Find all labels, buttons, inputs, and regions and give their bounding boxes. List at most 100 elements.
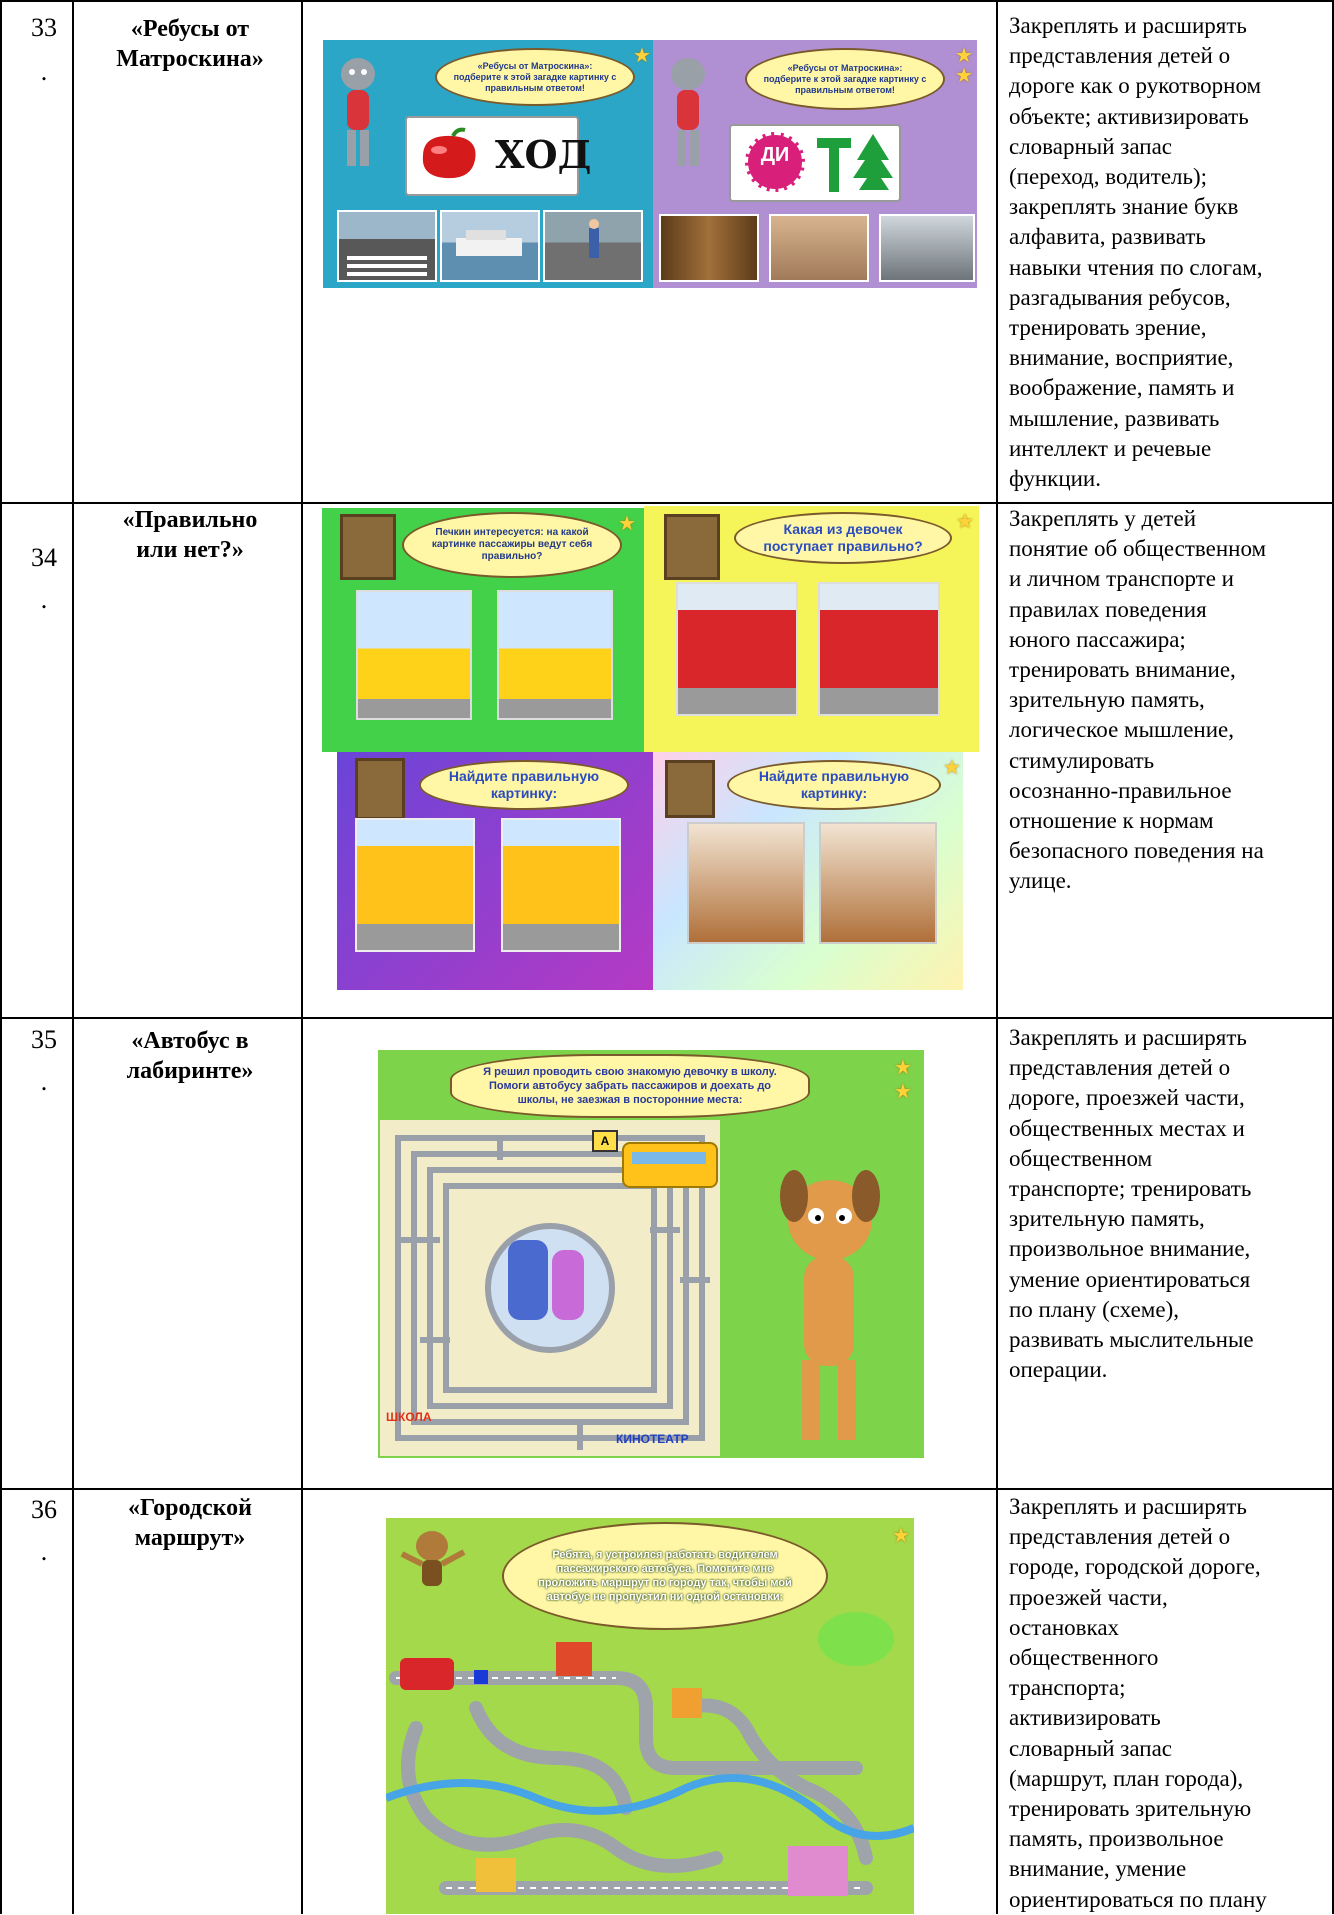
game-title: «Городской маршрут» — [85, 1493, 295, 1553]
star-icon: ★ — [633, 45, 651, 67]
pepper-icon — [422, 127, 476, 179]
route-start-marker — [474, 1670, 488, 1684]
row-description: Закреплять и расширять представления дет… — [1009, 1025, 1254, 1383]
photo-forest-path — [659, 214, 759, 282]
title-line: «Городской — [128, 1495, 252, 1521]
house-icon — [556, 1642, 592, 1676]
star-icon: ★ — [618, 513, 636, 535]
photo-crosswalk — [337, 210, 437, 282]
game-title: «Ребусы от Матроскина» — [85, 14, 295, 74]
row-divider-3 — [0, 1488, 1334, 1490]
speech-bubble: «Ребусы от Матроскина»: подберите к этой… — [745, 48, 945, 110]
speech-bubble: Какая из девочек поступает правильно? — [734, 512, 952, 564]
row-description: Закреплять и расширять представления дет… — [1009, 1494, 1267, 1912]
cat-matroskin-icon — [335, 52, 381, 172]
maze-board: ШКОЛА КИНОТЕАТР — [380, 1120, 720, 1456]
pechkin-portrait-icon — [340, 514, 396, 580]
speech-bubble: Печкин интересуется: на какой картинке п… — [402, 512, 622, 578]
title-line: или нет?» — [136, 537, 244, 563]
illustration-red-bus-2 — [818, 582, 940, 716]
rebus-syllable: ДИ — [760, 144, 790, 166]
game-title: «Автобус в лабиринте» — [85, 1026, 295, 1086]
star-icon: ★ — [894, 1081, 912, 1103]
row-number: 33 — [31, 13, 57, 42]
row-divider-2 — [0, 1017, 1334, 1019]
speech-bubble-text: Ребята, я устроился работать водителем п… — [538, 1549, 792, 1603]
illustration-red-bus-1 — [676, 582, 798, 716]
t-tree-icon — [817, 134, 893, 192]
row-divider-1 — [0, 502, 1334, 504]
illustration-yellow-bus-2 — [501, 818, 621, 952]
building-icon — [788, 1846, 848, 1896]
table-border-right — [1332, 0, 1334, 1914]
table-border-left — [0, 0, 2, 1914]
house-icon — [476, 1858, 516, 1892]
behavior-slide-1: Печкин интересуется: на какой картинке п… — [322, 508, 644, 752]
star-icon: ★ — [955, 65, 973, 87]
row-number: 35 — [31, 1025, 57, 1054]
rebus-circle — [745, 132, 805, 192]
row-number-dot: . — [40, 1067, 48, 1096]
row-number: 36 — [31, 1495, 57, 1524]
rebus-card: ДИ — [729, 124, 901, 202]
school-label: ШКОЛА — [386, 1410, 432, 1424]
behavior-slide-2: Какая из девочек поступает правильно? ★ — [644, 506, 979, 752]
illustration-car-seat-2 — [819, 822, 937, 944]
row-number-dot: . — [40, 585, 48, 614]
red-bus-icon — [400, 1658, 454, 1690]
photo-family — [769, 214, 869, 282]
illustration-car-seat-1 — [687, 822, 805, 944]
column-divider-2 — [301, 0, 303, 1914]
star-icon: ★ — [956, 511, 974, 533]
row-number: 34 — [31, 543, 57, 572]
photo-boat — [440, 210, 540, 282]
game-title: «Правильно или нет?» — [85, 505, 295, 565]
row-number-dot: . — [40, 1537, 48, 1566]
bus-icon — [622, 1142, 718, 1188]
pechkin-portrait-icon — [665, 760, 715, 818]
speech-bubble: Найдите правильную картинку: — [419, 760, 629, 810]
star-icon: ★ — [955, 45, 973, 67]
row-number-dot: . — [40, 57, 48, 86]
row-description: Закреплять у детей понятие об общественн… — [1009, 506, 1267, 894]
cinema-label: КИНОТЕАТР — [616, 1432, 689, 1446]
title-line: маршрут» — [134, 1525, 246, 1551]
dog-driver-icon — [400, 1531, 466, 1586]
behavior-slide-4: Найдите правильную картинку: ★ — [653, 752, 963, 990]
table-border-top — [0, 0, 1334, 2]
illustration-yellow-bus-1 — [355, 818, 475, 952]
star-icon: ★ — [943, 757, 961, 779]
illustration-bus-boarding-2 — [497, 590, 613, 720]
maze-slide: Я решил проводить свою знакомую девочку … — [378, 1050, 924, 1458]
speech-bubble: Найдите правильную картинку: — [727, 760, 941, 810]
rebus-slide-1: «Ребусы от Матроскина»: подберите к этой… — [323, 40, 653, 288]
column-divider-1 — [72, 0, 74, 1914]
behavior-slide-3: Найдите правильную картинку: — [337, 752, 653, 990]
pechkin-portrait-icon — [664, 514, 720, 580]
title-line: «Автобус в — [131, 1028, 249, 1054]
bus-stop-sign: А — [592, 1130, 618, 1152]
dog-character-icon — [780, 1170, 880, 1440]
rebus-slide-2: «Ребусы от Матроскина»: подберите к этой… — [653, 40, 977, 288]
rebus-word: ХОД — [495, 132, 592, 177]
cat-matroskin-icon — [665, 52, 711, 172]
cat-figure-icon — [508, 1240, 548, 1320]
park-pond-shape — [818, 1612, 894, 1666]
title-line: «Ребусы от — [130, 16, 250, 42]
pechkin-portrait-icon — [355, 758, 405, 820]
city-route-slide: ★ Ребята, я устроился работать водителем… — [386, 1518, 914, 1914]
illustration-bus-boarding-1 — [356, 590, 472, 720]
title-line: «Правильно — [122, 507, 258, 533]
photo-pedestrian — [543, 210, 643, 282]
photo-driver — [879, 214, 975, 282]
star-icon: ★ — [892, 1525, 910, 1547]
speech-bubble: Ребята, я устроился работать водителем п… — [502, 1522, 828, 1630]
title-line: лабиринте» — [126, 1058, 254, 1084]
title-line: Матроскина» — [116, 46, 264, 72]
speech-bubble: «Ребусы от Матроскина»: подберите к этой… — [435, 48, 635, 106]
house-icon — [672, 1688, 702, 1718]
girl-figure-icon — [552, 1250, 584, 1320]
row-description: Закреплять и расширять представления дет… — [1009, 13, 1263, 492]
speech-bubble: Я решил проводить свою знакомую девочку … — [450, 1054, 810, 1118]
